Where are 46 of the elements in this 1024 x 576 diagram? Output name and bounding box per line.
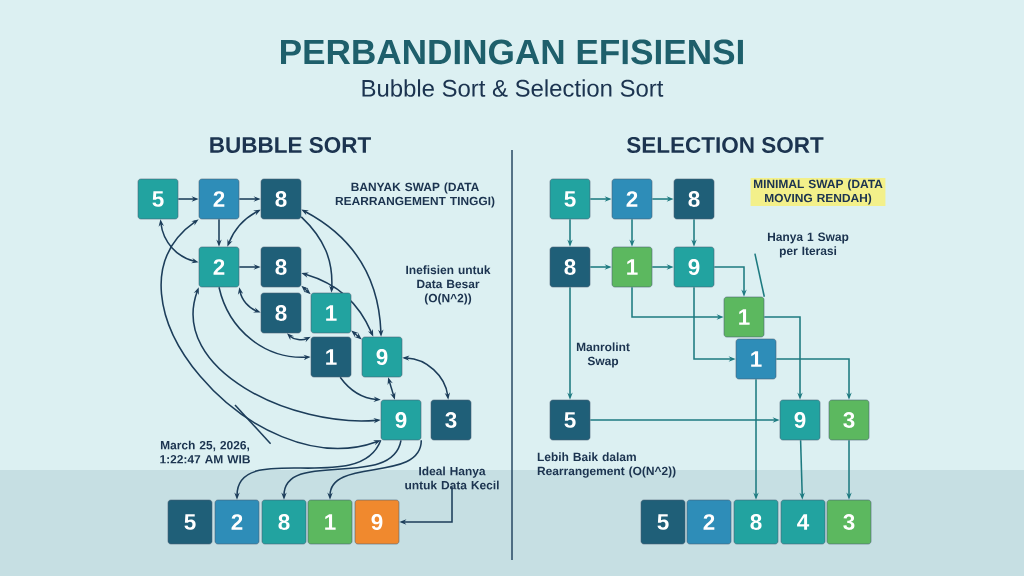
number-box: 1 <box>310 292 352 334</box>
number-box: 1 <box>723 296 765 338</box>
note-text: Manrolint Swap <box>576 342 630 368</box>
number-box: 8 <box>733 499 779 545</box>
note-text: Inefisien untuk Data Besar (O(N^2)) <box>406 265 491 305</box>
number-box: 5 <box>167 499 213 545</box>
number-box: 2 <box>198 178 240 220</box>
number-box: 2 <box>686 499 732 545</box>
number-box: 3 <box>430 399 472 441</box>
number-box: 8 <box>261 499 307 545</box>
number-box: 1 <box>307 499 353 545</box>
number-box: 8 <box>673 178 715 220</box>
number-box: 5 <box>549 178 591 220</box>
number-box: 9 <box>779 399 821 441</box>
leader-line <box>754 252 766 298</box>
number-box: 2 <box>611 178 653 220</box>
number-box: 8 <box>260 246 302 288</box>
number-box: 1 <box>735 338 777 380</box>
number-box: 9 <box>361 336 403 378</box>
number-box: 3 <box>828 399 870 441</box>
number-box: 1 <box>310 336 352 378</box>
note-text: Ideal Hanya untuk Data Kecil <box>405 466 499 490</box>
subtitle: Bubble Sort & Selection Sort <box>362 79 664 97</box>
note-text: BANYAK SWAP (DATA REARRANGEMENT TINGGI) <box>335 182 495 208</box>
number-box: 4 <box>780 499 826 545</box>
number-box: 5 <box>137 178 179 220</box>
number-box: 2 <box>198 246 240 288</box>
number-box: 9 <box>380 399 422 441</box>
number-box: 9 <box>354 499 400 545</box>
number-box: 8 <box>260 178 302 220</box>
number-box: 3 <box>826 499 872 545</box>
number-box: 8 <box>549 246 591 288</box>
section-heading: SELECTION SORT <box>626 137 824 153</box>
note-text: Hanya 1 Swap per Iterasi <box>767 232 849 258</box>
leader-line <box>234 404 272 445</box>
section-heading: BUBBLE SORT <box>210 137 371 153</box>
number-box: 5 <box>640 499 686 545</box>
number-box: 8 <box>260 292 302 334</box>
note-text: March 25, 2026, 1:22:47 AM WIB <box>160 440 250 464</box>
number-box: 1 <box>611 246 653 288</box>
title: PERBANDINGAN EFISIENSI <box>281 39 743 65</box>
number-box: 9 <box>673 246 715 288</box>
number-box: 5 <box>549 399 591 441</box>
note-text: Lebih Baik dalam Rearrangement (O(N^2)) <box>537 452 676 478</box>
highlighted-note: MINIMAL SWAP (DATA MOVING RENDAH) <box>750 178 886 206</box>
number-box: 2 <box>214 499 260 545</box>
